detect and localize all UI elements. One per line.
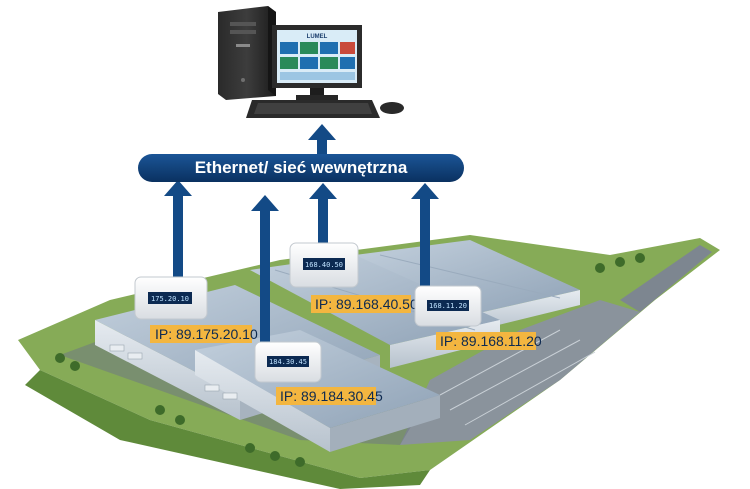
meter-1-display (148, 292, 192, 304)
meter-3-ip-label: IP: 89.168.40.50 (311, 295, 418, 313)
ethernet-bus: Ethernet/ sieć wewnętrzna (138, 154, 464, 182)
arrow-meter-4 (411, 183, 439, 286)
access-road (620, 245, 712, 312)
parking-stripes (439, 329, 596, 426)
meter-4-ip-text: IP: 89.168.11.20 (440, 333, 542, 349)
screen-dashboard (280, 42, 355, 80)
meter-1-ip-text: IP: 89.175.20.10 (155, 326, 258, 342)
pc-tower (218, 6, 276, 100)
screen-brand-label: LUMEL (307, 34, 328, 40)
meter-2-display-text: 184.30.45 (269, 358, 307, 366)
keyboard (246, 100, 380, 118)
meter-3-display (303, 258, 345, 270)
arrow-meter-1 (164, 180, 192, 277)
meter-4-display (427, 300, 469, 311)
meter-1-display-text: 175.20.10 (151, 295, 189, 303)
ethernet-bus-label: Ethernet/ sieć wewnętrzna (195, 158, 408, 177)
arrow-meter-3 (309, 183, 337, 243)
mouse (380, 102, 404, 114)
meter-4: 168.11.20 (414, 285, 482, 327)
meter-2: 184.30.45 (254, 341, 322, 383)
computer-workstation: LUMEL (218, 6, 404, 118)
meter-1-ip-label: IP: 89.175.20.10 (150, 325, 258, 343)
meter-3: 168.40.50 (289, 242, 359, 288)
meter-4-display-text: 168.11.20 (429, 302, 467, 310)
meter-1: 175.20.10 (134, 276, 208, 320)
meter-4-ip-label: IP: 89.168.11.20 (436, 332, 542, 350)
meter-2-ip-text: IP: 89.184.30.45 (280, 388, 383, 404)
meter-3-display-text: 168.40.50 (305, 261, 343, 269)
arrow-meter-2 (251, 195, 279, 342)
meter-2-display (267, 356, 309, 367)
trucks (109, 344, 238, 400)
arrow-to-computer (308, 124, 336, 154)
site-ground-shade (25, 370, 430, 489)
meter-3-ip-text: IP: 89.168.40.50 (315, 296, 418, 312)
trees (55, 253, 645, 467)
monitor: LUMEL (272, 25, 362, 100)
meter-2-ip-label: IP: 89.184.30.45 (276, 387, 383, 405)
data-arrows (164, 124, 439, 342)
